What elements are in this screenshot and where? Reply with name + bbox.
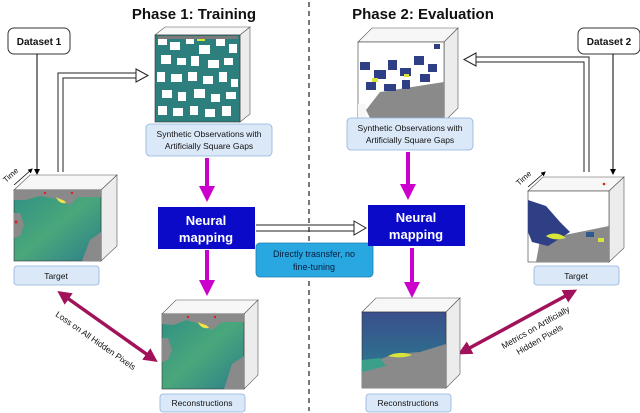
dataset2-box [577,27,640,55]
phase2-title: Phase 2: Evaluation [352,6,494,23]
phase1-recon-label: Reconstructions [172,398,233,408]
phase2-time-axis-arrow [527,171,546,188]
phase2-neural-mapping-box [368,205,465,246]
phase1-obs-label-line2: Artificially Square Gaps [165,141,253,151]
phase1-neural-line1: Neural [186,213,226,228]
phase2-obs-label-line1: Synthetic Observations with [358,123,463,133]
phase2-recon-label: Reconstructions [378,398,439,408]
phase2-target-cube [527,176,625,263]
phase1-target-cube [13,174,118,262]
phase1-neural-mapping-box [158,207,255,249]
phase1-neural-line2: mapping [179,230,233,245]
phase2-obs-label-box [346,117,474,151]
phase1-observation-cube [154,26,251,123]
phase2-obs-label-line2: Artificially Square Gaps [366,135,454,145]
phase2-observation-cube [357,27,459,123]
phase1-recon-label-box [159,393,246,413]
phase2-target-label: Target [564,271,588,281]
transfer-arrow [256,220,367,236]
phase1-loss-arrow [57,290,158,363]
phase2-recon-label-box [365,393,452,413]
dataset2-label: Dataset 2 [587,37,632,48]
transfer-label-line2: fine-tuning [293,262,335,272]
phase2-reconstruction-cube [361,297,461,389]
transfer-label-box [255,242,374,278]
transfer-label-line1: Directly trasnsfer, no [273,249,355,259]
phase1-target-label-box [13,265,100,286]
dataset2-to-obs-arrow [462,52,590,172]
phase2-target-label-box [533,265,620,286]
phase2-neural-line2: mapping [389,227,443,242]
dataset1-box [7,27,71,55]
dataset1-label: Dataset 1 [17,37,62,48]
phase1-target-label: Target [44,271,68,281]
phase1-reconstruction-cube [161,299,259,390]
phase1-title: Phase 1: Training [132,6,256,23]
phase1-obs-label-box [145,123,273,157]
phase2-metrics-arrow [457,289,578,355]
phase1-time-axis-arrow [13,168,33,186]
phase2-neural-line1: Neural [396,210,436,225]
phase1-obs-label-line1: Synthetic Observations with [157,129,262,139]
dataset1-to-obs-arrow [57,68,150,172]
